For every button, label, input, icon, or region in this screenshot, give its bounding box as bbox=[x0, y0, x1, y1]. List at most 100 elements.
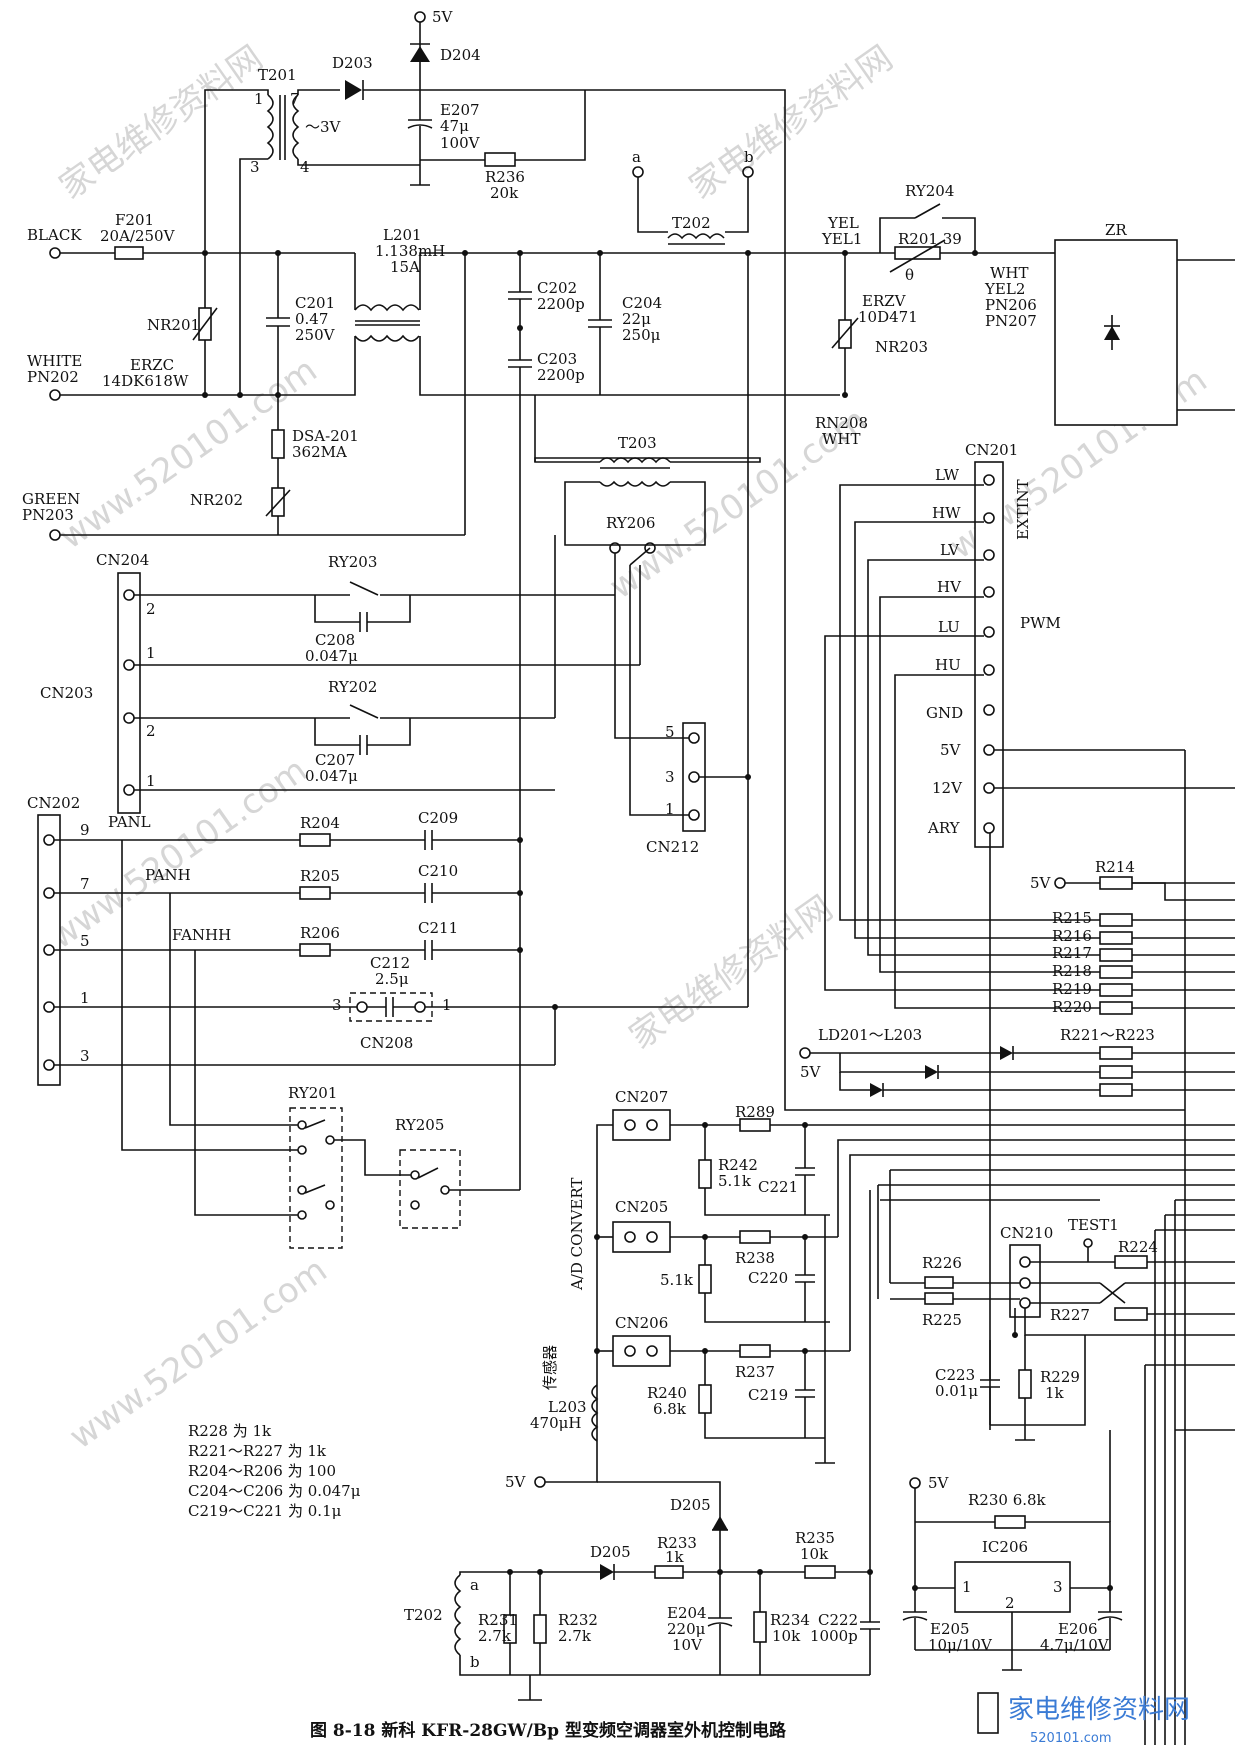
label: C202 bbox=[537, 279, 577, 297]
label: R215 bbox=[1052, 909, 1092, 927]
resistor-r232 bbox=[533, 1614, 547, 1644]
label: 5.1k bbox=[660, 1271, 694, 1289]
label: ～3V bbox=[305, 118, 342, 136]
label: CN212 bbox=[646, 838, 699, 856]
label: C210 bbox=[418, 862, 458, 880]
label: R224 bbox=[1118, 1238, 1158, 1256]
label: 1 bbox=[665, 800, 675, 818]
label: NR203 bbox=[875, 338, 928, 356]
label: GND bbox=[926, 704, 963, 722]
label: R226 bbox=[922, 1254, 962, 1272]
connector-cn205 bbox=[612, 1221, 671, 1253]
resistor-r229 bbox=[1018, 1369, 1032, 1399]
label: RY201 bbox=[288, 1084, 337, 1102]
label: 1 bbox=[80, 989, 90, 1007]
label: E205 bbox=[930, 1620, 970, 1638]
label: NR202 bbox=[190, 491, 243, 509]
transformer-t201-secondary bbox=[292, 94, 300, 160]
resistor-r242 bbox=[698, 1159, 712, 1189]
label: 15A bbox=[390, 258, 420, 276]
note: R221～R227 为 1k bbox=[188, 1442, 327, 1460]
label: 1k bbox=[665, 1548, 685, 1566]
relay-ry205 bbox=[399, 1149, 461, 1229]
label: 9 bbox=[80, 821, 90, 839]
inductor-l201-top bbox=[354, 304, 420, 312]
fuse-f201 bbox=[114, 246, 144, 260]
label: 5.1k bbox=[718, 1172, 752, 1190]
label: C211 bbox=[418, 919, 458, 937]
label: R229 bbox=[1040, 1368, 1080, 1386]
label: DSA-201 bbox=[292, 427, 359, 445]
cn201-section: CN201 EXTINT PWM LW HW LV HV LU HU GND 5… bbox=[799, 441, 1235, 1745]
power-supply-section: 5V R230 6.8k IC206 1 2 3 E205 10μ/10V E2… bbox=[404, 1190, 1123, 1701]
label: YEL bbox=[827, 214, 859, 232]
label: WHITE bbox=[27, 352, 82, 370]
inductor-l201-bottom bbox=[354, 334, 420, 342]
label: C203 bbox=[537, 350, 577, 368]
label: R220 bbox=[1052, 998, 1092, 1016]
label: 10k bbox=[772, 1627, 801, 1645]
logo-icon bbox=[977, 1692, 999, 1734]
label: 2.5μ bbox=[375, 970, 409, 988]
label: FANHH bbox=[172, 926, 231, 944]
label: 2200p bbox=[537, 295, 585, 313]
label: CN205 bbox=[615, 1198, 668, 1216]
label: 220μ bbox=[667, 1620, 706, 1638]
label: YEL2 bbox=[984, 280, 1025, 298]
capacitor-e207 bbox=[407, 124, 433, 129]
label: C209 bbox=[418, 809, 458, 827]
site-logo: 家电维修资料网 520101.com bbox=[977, 1692, 1190, 1746]
diode-d203 bbox=[345, 80, 362, 100]
label: 0.47 bbox=[295, 310, 328, 328]
diode-d204 bbox=[410, 46, 430, 62]
label: PN206 bbox=[985, 296, 1037, 314]
component-notes: R228 为 1k R221～R227 为 1k R204～R206 为 100… bbox=[188, 1422, 361, 1520]
label: ERZV bbox=[862, 292, 907, 310]
label: BLACK bbox=[27, 226, 82, 244]
label: C204 bbox=[622, 294, 662, 312]
relay-ry201 bbox=[289, 1107, 343, 1249]
cn202-section: CN202 9 7 5 1 3 PANL PANH FANHH R204 C20… bbox=[27, 395, 749, 1249]
label: 10μ/10V bbox=[928, 1636, 993, 1654]
resistor-r240 bbox=[698, 1384, 712, 1414]
label: HW bbox=[932, 504, 961, 522]
label: 10k bbox=[800, 1545, 829, 1563]
label: a bbox=[632, 148, 641, 166]
label: R217 bbox=[1052, 944, 1092, 962]
label: C222 bbox=[818, 1611, 858, 1629]
resistor-r235 bbox=[804, 1565, 836, 1579]
label: CN208 bbox=[360, 1034, 413, 1052]
label: 2 bbox=[146, 722, 156, 740]
label: R242 bbox=[718, 1156, 758, 1174]
label: 100V bbox=[440, 134, 481, 152]
label: R204 bbox=[300, 814, 340, 832]
label: R205 bbox=[300, 867, 340, 885]
label: 1 bbox=[146, 772, 156, 790]
label: 1.138mH bbox=[375, 242, 445, 260]
resistor-r230 bbox=[994, 1515, 1026, 1529]
label: R238 bbox=[735, 1249, 775, 1267]
label: R233 bbox=[657, 1534, 697, 1552]
label: R227 bbox=[1050, 1306, 1090, 1324]
label: 1 bbox=[962, 1578, 972, 1596]
test-point-test1 bbox=[1083, 1238, 1093, 1248]
label: 5V bbox=[940, 741, 962, 759]
resistor-r204 bbox=[299, 833, 331, 847]
label: 2200p bbox=[537, 366, 585, 384]
label: C219 bbox=[748, 1386, 788, 1404]
label: T201 bbox=[258, 66, 297, 84]
label: 2 bbox=[146, 600, 156, 618]
label: RN208 bbox=[815, 414, 868, 432]
connector-cn206 bbox=[612, 1335, 671, 1367]
rectifier-module-zr bbox=[1054, 239, 1178, 426]
resistor-r226 bbox=[924, 1276, 954, 1289]
label: 3 bbox=[80, 1047, 90, 1065]
watermark: 家电维修资料网 bbox=[52, 38, 270, 207]
label: 1 bbox=[146, 644, 156, 662]
label: R230 6.8k bbox=[968, 1491, 1047, 1509]
t203-relay-section: T203 RY206 bbox=[534, 395, 761, 816]
label: 2 bbox=[1005, 1594, 1015, 1612]
relay-contact-ry202 bbox=[349, 704, 379, 719]
label: CN203 bbox=[40, 684, 93, 702]
